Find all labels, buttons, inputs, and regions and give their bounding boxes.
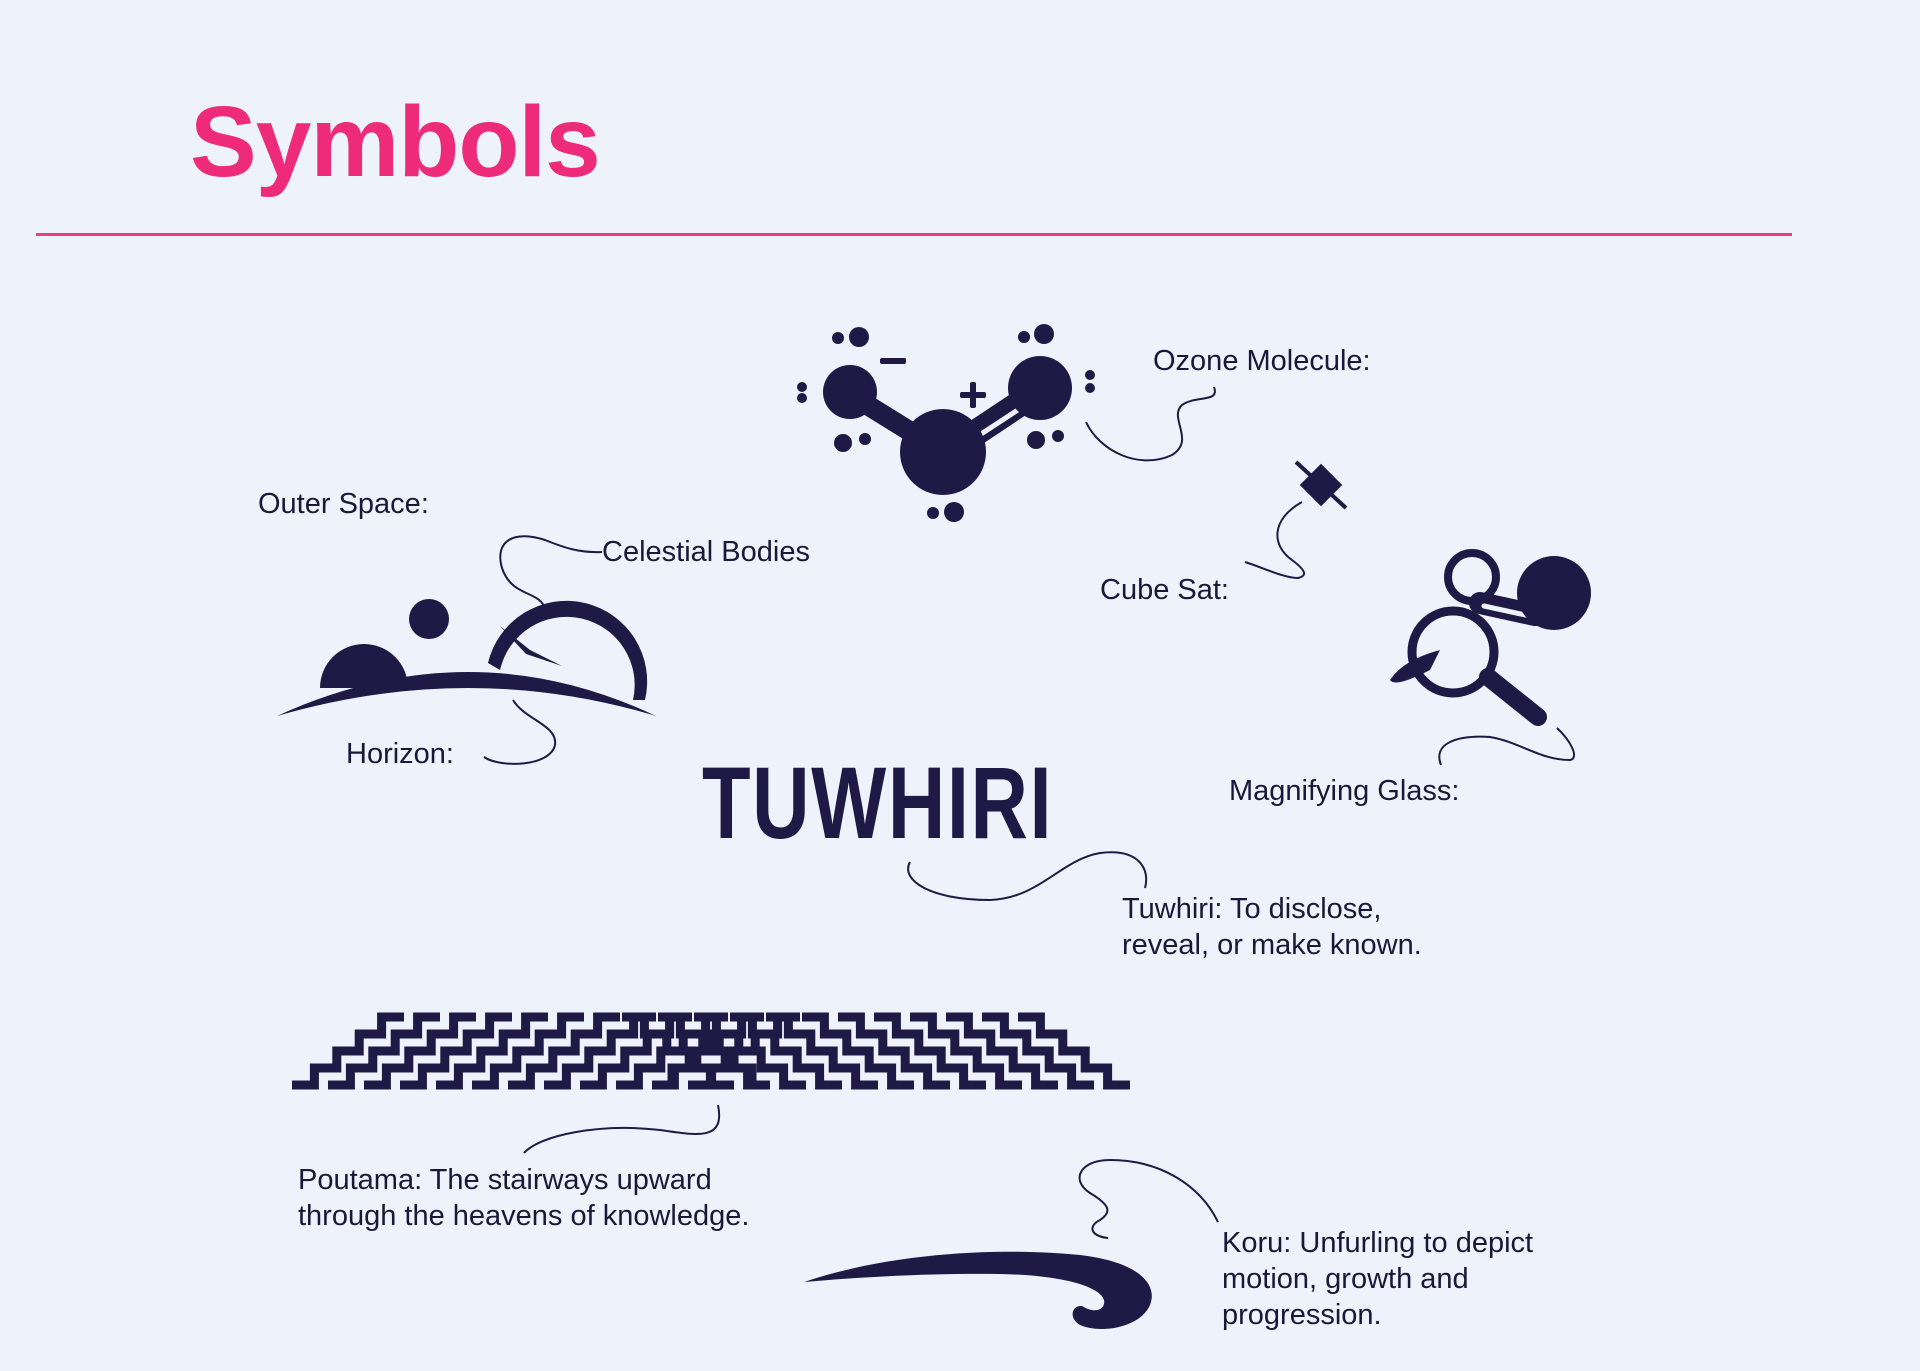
koru-caption-line-2: motion, growth and (1222, 1263, 1469, 1295)
poutama-step (508, 1012, 620, 1090)
title-divider (36, 233, 1792, 236)
tuwhiri-caption: Tuwhiri: To disclose, reveal, or make kn… (1122, 891, 1422, 963)
poutama-peak (667, 1029, 757, 1085)
poutama-step (400, 1012, 512, 1090)
poutama-step (802, 1012, 914, 1090)
poutama-step (364, 1012, 476, 1090)
celestial-bodies-icon (320, 599, 648, 700)
poutama-step (766, 1012, 878, 1090)
poutama-step (622, 1012, 734, 1090)
poutama-caption-line-2: through the heavens of knowledge. (298, 1200, 750, 1232)
cube-sat-label: Cube Sat: (1100, 574, 1229, 606)
outer-space-label: Outer Space: (258, 488, 429, 520)
koru-caption-line-1: Koru: Unfurling to depict (1222, 1227, 1534, 1259)
poutama-step (730, 1012, 842, 1090)
horizon-label: Horizon: (346, 738, 454, 770)
poutama-step (946, 1012, 1058, 1090)
poutama-step (874, 1012, 986, 1090)
page-title: Symbols (190, 86, 601, 198)
poutama-step (1018, 1012, 1130, 1090)
cube-sat-icon (1294, 460, 1348, 510)
tuwhiri-wordmark: TUWHIRI (702, 746, 1054, 860)
poutama-caption: Poutama: The stairways upward through th… (298, 1162, 749, 1234)
poutama-pattern-icon (292, 1012, 1130, 1090)
ozone-molecule-icon (797, 324, 1095, 522)
koru-caption: Koru: Unfurling to depict motion, growth… (1222, 1225, 1533, 1333)
poutama-step (436, 1012, 548, 1090)
poutama-step (910, 1012, 1022, 1090)
poutama-caption-line-1: Poutama: The stairways upward (298, 1164, 712, 1196)
poutama-step (328, 1012, 440, 1090)
koru-icon (804, 1251, 1152, 1329)
magnifying-glass-label: Magnifying Glass: (1229, 775, 1460, 807)
poutama-step (292, 1012, 404, 1090)
horizon-icon (277, 672, 656, 716)
poutama-step (472, 1012, 584, 1090)
tuwhiri-caption-line-2: reveal, or make known. (1122, 929, 1422, 961)
koru-caption-line-3: progression. (1222, 1299, 1382, 1331)
poutama-step (580, 1012, 692, 1090)
tuwhiri-caption-line-1: Tuwhiri: To disclose, (1122, 893, 1382, 925)
magnifying-glass-icon (1390, 549, 1591, 726)
poutama-step (544, 1012, 656, 1090)
poutama-step (838, 1012, 950, 1090)
poutama-step (982, 1012, 1094, 1090)
celestial-bodies-label: Celestial Bodies (602, 536, 810, 568)
ozone-label: Ozone Molecule: (1153, 345, 1371, 377)
poutama-step (694, 1012, 806, 1090)
